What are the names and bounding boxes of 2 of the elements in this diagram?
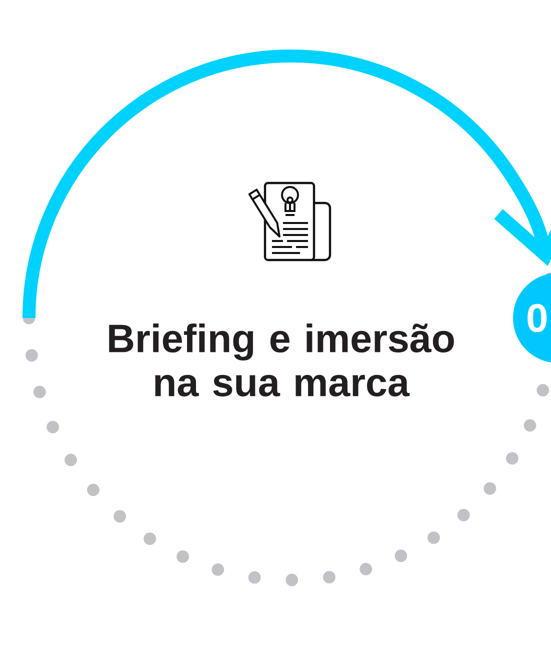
arrow	[22, 50, 551, 318]
step-title: Briefing e imersão na sua marca	[109, 324, 454, 396]
